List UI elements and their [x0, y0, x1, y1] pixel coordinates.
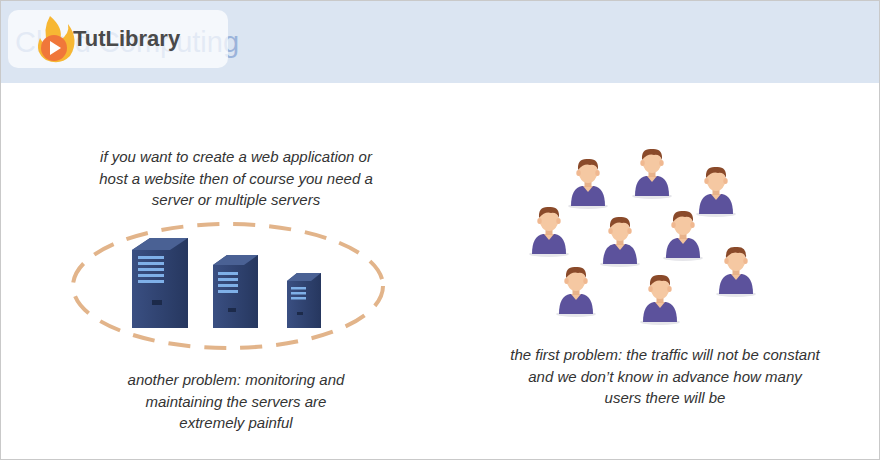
intro-text: if you want to create a web application … [86, 146, 386, 211]
watermark-badge: TutLibrary [8, 10, 228, 68]
server-group-outline [73, 224, 383, 348]
problem-note: another problem: monitoring and maintain… [116, 369, 356, 434]
user-avatars [529, 149, 756, 325]
watermark-text: TutLibrary [73, 26, 180, 52]
watermark-logo [30, 10, 80, 68]
problem-note: the first problem: the traffic will not … [510, 344, 820, 409]
server-icons [132, 238, 321, 328]
